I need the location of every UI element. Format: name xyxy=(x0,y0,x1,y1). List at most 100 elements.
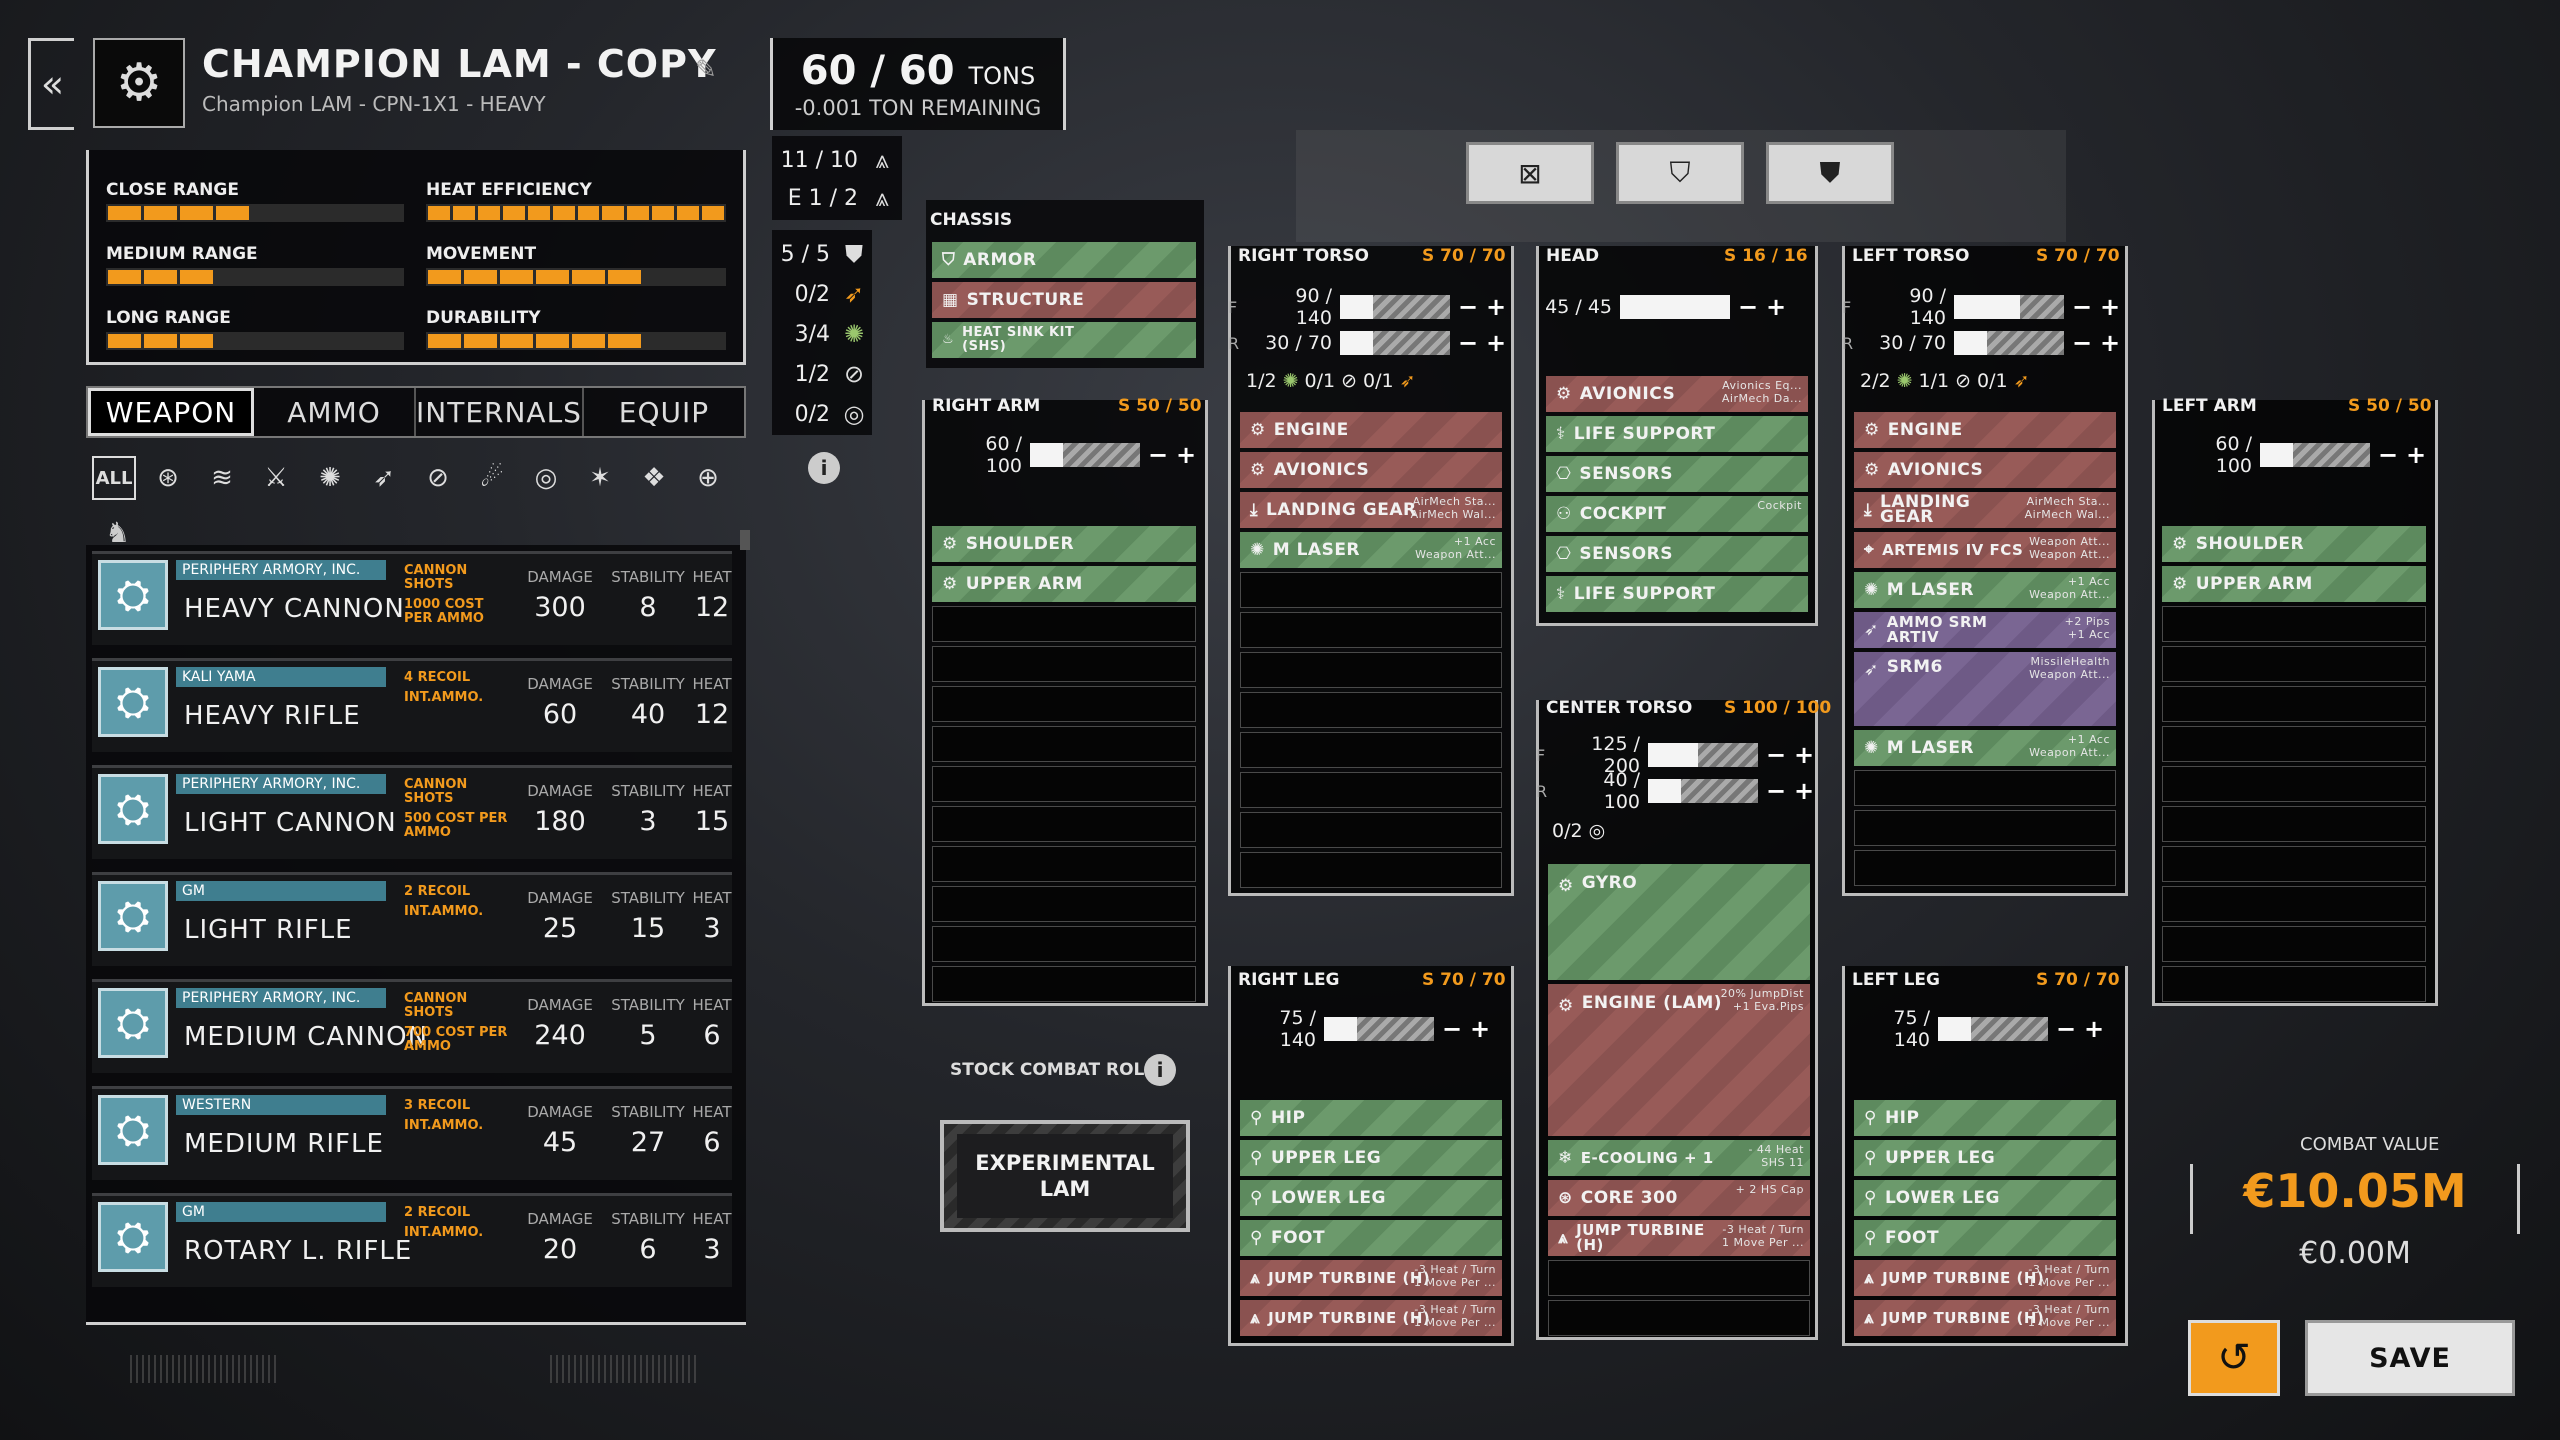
slot-shoulder[interactable]: ⚙ SHOULDER xyxy=(2162,526,2426,562)
slot-engine[interactable]: ⚙ ENGINE xyxy=(1854,412,2116,448)
tab-weapon[interactable]: WEAPON xyxy=(88,388,255,436)
stock-role-info-icon[interactable]: i xyxy=(1144,1054,1176,1086)
armor-decrease-button[interactable]: − xyxy=(1766,777,1787,805)
empty-slot[interactable] xyxy=(1854,850,2116,886)
empty-slot[interactable] xyxy=(2162,966,2426,1002)
armor-increase-button[interactable]: + xyxy=(2084,1015,2105,1043)
empty-slot[interactable] xyxy=(932,886,1196,922)
slot-avionics[interactable]: ⚙ AVIONICS xyxy=(1240,452,1502,488)
slot-m-laser[interactable]: ✺ M LASER +1 Acc Weapon Att... xyxy=(1240,532,1502,568)
filter-ballistic-icon[interactable]: ⊛ xyxy=(157,463,179,493)
slot-avionics[interactable]: ⚙ AVIONICS xyxy=(1854,452,2116,488)
tab-equip[interactable]: EQUIP xyxy=(618,395,710,429)
slot-upper-arm[interactable]: ⚙ UPPER ARM xyxy=(932,566,1196,602)
empty-slot[interactable] xyxy=(1240,852,1502,888)
empty-slot[interactable] xyxy=(932,806,1196,842)
armor-increase-button[interactable]: + xyxy=(2100,329,2121,357)
slot-sensors[interactable]: ⎔ SENSORS xyxy=(1546,456,1808,492)
slot-hip[interactable]: ⚲ HIP xyxy=(1854,1100,2116,1136)
slot-m-laser[interactable]: ✺ M LASER +1 Acc Weapon Att... xyxy=(1854,572,2116,608)
scrollbar[interactable] xyxy=(740,530,750,550)
filter-energy-icon[interactable]: ≋ xyxy=(211,463,233,493)
armor-bar[interactable] xyxy=(1648,779,1758,803)
slot-upper-leg[interactable]: ⚲ UPPER LEG xyxy=(1240,1140,1502,1176)
back-button[interactable]: « xyxy=(28,38,74,130)
empty-slot[interactable] xyxy=(932,686,1196,722)
armor-increase-button[interactable]: + xyxy=(1176,441,1197,469)
empty-slot[interactable] xyxy=(2162,806,2426,842)
armor-decrease-button[interactable]: − xyxy=(1458,329,1479,357)
slot-engine[interactable]: ⚙ ENGINE xyxy=(1240,412,1502,448)
slot-lower-leg[interactable]: ⚲ LOWER LEG xyxy=(1854,1180,2116,1216)
empty-slot[interactable] xyxy=(2162,646,2426,682)
slot-life-support[interactable]: ⚕ LIFE SUPPORT xyxy=(1546,416,1808,452)
empty-slot[interactable] xyxy=(1240,612,1502,648)
empty-slot[interactable] xyxy=(2162,846,2426,882)
empty-slot[interactable] xyxy=(1548,1300,1810,1336)
armor-decrease-button[interactable]: − xyxy=(1766,741,1787,769)
armor-decrease-button[interactable]: − xyxy=(2072,293,2093,321)
stock-role-button[interactable]: EXPERIMENTAL LAM xyxy=(940,1120,1190,1232)
empty-slot[interactable] xyxy=(932,846,1196,882)
slot-life-support[interactable]: ⚕ LIFE SUPPORT xyxy=(1546,576,1808,612)
chassis-armor[interactable]: ⛉ARMOR xyxy=(932,242,1196,278)
armor-decrease-button[interactable]: − xyxy=(1738,293,1759,321)
armor-decrease-button[interactable]: − xyxy=(2072,329,2093,357)
filter-all[interactable]: ALL xyxy=(92,456,136,500)
empty-slot[interactable] xyxy=(2162,686,2426,722)
filter-artillery-icon[interactable]: ⊘ xyxy=(427,463,449,493)
empty-slot[interactable] xyxy=(1240,652,1502,688)
empty-slot[interactable] xyxy=(932,766,1196,802)
armor-bar[interactable] xyxy=(1340,295,1450,319)
empty-slot[interactable] xyxy=(1240,772,1502,808)
weapon-card[interactable]: ⛭ PERIPHERY ARMORY, INC. HEAVY CANNON CA… xyxy=(92,551,732,645)
armor-increase-button[interactable]: + xyxy=(1794,777,1815,805)
weapon-card[interactable]: ⛭ PERIPHERY ARMORY, INC. MEDIUM CANNON C… xyxy=(92,979,732,1073)
slot-landing-gear[interactable]: ⤓ LANDING GEAR AirMech Sta... AirMech Wa… xyxy=(1240,492,1502,528)
armor-bar[interactable] xyxy=(1324,1017,1434,1041)
slot-shoulder[interactable]: ⚙ SHOULDER xyxy=(932,526,1196,562)
slot-foot[interactable]: ⚲ FOOT xyxy=(1240,1220,1502,1256)
empty-slot[interactable] xyxy=(2162,726,2426,762)
filter-missile-icon[interactable]: ➶ xyxy=(373,463,395,493)
slot-m-laser[interactable]: ✺ M LASER +1 Acc Weapon Att... xyxy=(1854,730,2116,766)
armor-increase-button[interactable]: + xyxy=(2100,293,2121,321)
save-button[interactable]: SAVE xyxy=(2305,1320,2515,1396)
empty-slot[interactable] xyxy=(2162,886,2426,922)
empty-slot[interactable] xyxy=(2162,606,2426,642)
filter-target-icon[interactable]: ◎ xyxy=(534,463,558,493)
chassis-heat-sink-kit[interactable]: ♨HEAT SINK KIT (SHS) xyxy=(932,322,1196,358)
armor-bar[interactable] xyxy=(1954,295,2064,319)
weapon-card[interactable]: ⛭ PERIPHERY ARMORY, INC. LIGHT CANNON CA… xyxy=(92,765,732,859)
armor-bar[interactable] xyxy=(2260,443,2370,467)
empty-slot[interactable] xyxy=(1240,732,1502,768)
empty-slot[interactable] xyxy=(932,646,1196,682)
slot-upper-arm[interactable]: ⚙ UPPER ARM xyxy=(2162,566,2426,602)
armor-bar[interactable] xyxy=(1340,331,1450,355)
armor-increase-button[interactable]: + xyxy=(1486,329,1507,357)
armor-bar[interactable] xyxy=(1620,295,1730,319)
armor-decrease-button[interactable]: − xyxy=(1442,1015,1463,1043)
filter-melee-icon[interactable]: ⚔ xyxy=(264,463,288,493)
armor-decrease-button[interactable]: − xyxy=(1458,293,1479,321)
slot-ammo-srm-artiv[interactable]: ➶ AMMO SRM ARTIV +2 Pips +1 Acc xyxy=(1854,612,2116,648)
edit-icon[interactable]: ✎ xyxy=(695,55,717,85)
empty-slot[interactable] xyxy=(932,966,1196,1002)
view-armor-button[interactable]: ⛊ xyxy=(1766,142,1894,204)
slot-engine-lam[interactable]: ⚙ ENGINE (LAM) 20% JumpDist +1 Eva.Pips xyxy=(1548,984,1810,1136)
empty-slot[interactable] xyxy=(2162,926,2426,962)
armor-decrease-button[interactable]: − xyxy=(2056,1015,2077,1043)
chassis-structure[interactable]: ▦STRUCTURE xyxy=(932,282,1196,318)
view-no-armor-button[interactable]: ⊠ xyxy=(1466,142,1594,204)
slot-landing-gear[interactable]: ⤓ LANDING GEAR AirMech Sta... AirMech Wa… xyxy=(1854,492,2116,528)
filter-crosshair-icon[interactable]: ⊕ xyxy=(697,463,719,493)
armor-increase-button[interactable]: + xyxy=(2406,441,2427,469)
slot-sensors[interactable]: ⎔ SENSORS xyxy=(1546,536,1808,572)
armor-increase-button[interactable]: + xyxy=(1486,293,1507,321)
armor-increase-button[interactable]: + xyxy=(1794,741,1815,769)
armor-increase-button[interactable]: + xyxy=(1766,293,1787,321)
undo-button[interactable]: ↺ xyxy=(2188,1320,2280,1396)
armor-decrease-button[interactable]: − xyxy=(1148,441,1169,469)
